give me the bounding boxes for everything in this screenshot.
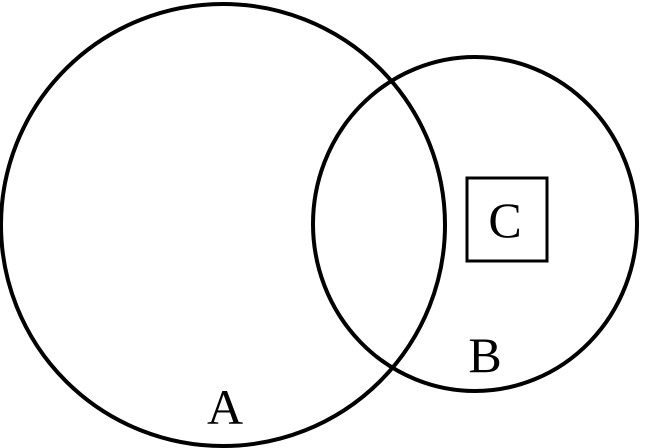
set-b-circle [311, 55, 639, 393]
element-c-box [465, 176, 549, 263]
set-a-circle [0, 2, 447, 448]
element-c-label: C [488, 192, 521, 248]
set-b-label: B [468, 327, 501, 383]
set-a-label: A [207, 379, 243, 435]
